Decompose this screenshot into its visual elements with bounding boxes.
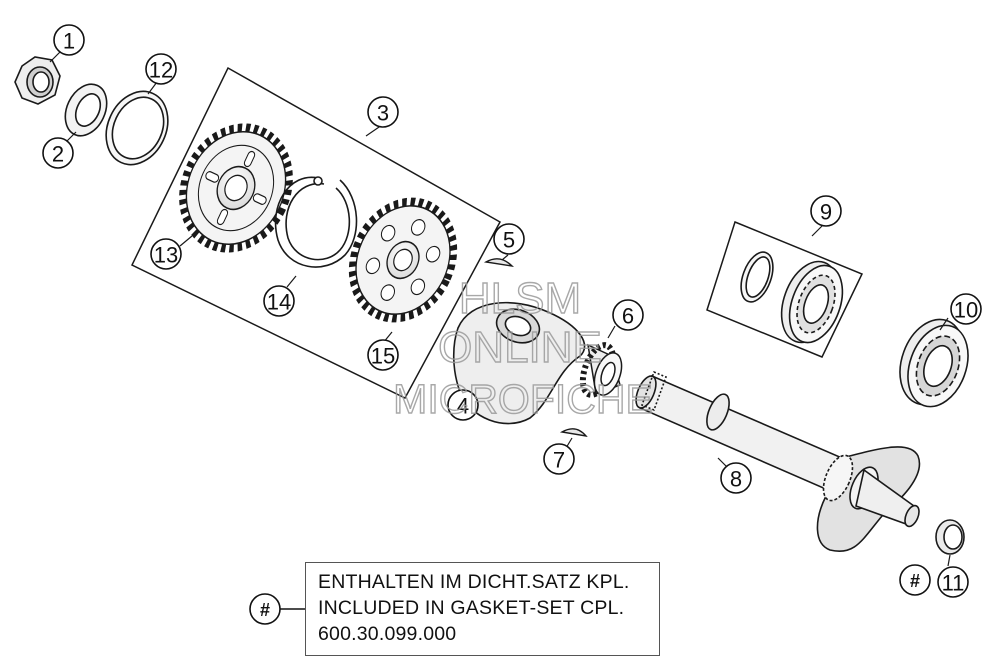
part-balancer-weight — [452, 301, 586, 425]
svg-text:#: # — [910, 571, 920, 591]
svg-text:12: 12 — [149, 58, 173, 83]
callout-15: 15 — [367, 339, 399, 371]
callout-13: 13 — [150, 238, 182, 270]
callout-4: 4 — [447, 389, 479, 421]
legend-line-german: ENTHALTEN IM DICHT.SATZ KPL. — [318, 571, 630, 593]
part-bearing-ring — [740, 251, 774, 303]
svg-text:#: # — [260, 600, 270, 620]
svg-text:5: 5 — [503, 228, 515, 253]
bearing-set-frame — [706, 220, 864, 358]
svg-text:HLSM: HLSM — [459, 274, 581, 323]
svg-text:ONLINE: ONLINE — [438, 323, 602, 372]
svg-text:13: 13 — [154, 243, 178, 268]
callout-3: 3 — [367, 96, 399, 128]
part-washer — [64, 83, 108, 137]
legend-part-number: 600.30.099.000 — [318, 623, 457, 645]
part-woodruff-key-upper — [483, 258, 515, 268]
part-gear-sleeve — [579, 342, 623, 398]
callout-10: 10 — [950, 293, 982, 325]
svg-text:15: 15 — [371, 344, 395, 369]
svg-text:7: 7 — [553, 448, 565, 473]
callout-hash-legend: # — [249, 593, 281, 625]
callout-1: 1 — [53, 24, 85, 56]
part-circlip — [274, 176, 358, 268]
part-woodruff-key-lower — [559, 428, 588, 438]
callout-6: 6 — [612, 299, 644, 331]
callout-9: 9 — [810, 195, 842, 227]
svg-text:10: 10 — [954, 298, 978, 323]
svg-text:2: 2 — [52, 142, 64, 167]
part-needle-bearing — [899, 318, 969, 408]
part-nut — [14, 56, 61, 105]
legend-line-english: INCLUDED IN GASKET-SET CPL. — [318, 597, 625, 619]
legend-note-box: ENTHALTEN IM DICHT.SATZ KPL. INCLUDED IN… — [305, 562, 660, 656]
callout-11: 11 — [937, 566, 969, 598]
watermark: HLSM ONLINE MICROFICHE — [392, 273, 653, 422]
svg-text:3: 3 — [377, 101, 389, 126]
callout-7: 7 — [543, 443, 575, 475]
part-balancer-shaft — [635, 370, 921, 553]
svg-text:8: 8 — [730, 467, 742, 492]
svg-text:MICROFICHE: MICROFICHE — [393, 376, 653, 422]
callout-12: 12 — [145, 53, 177, 85]
callout-hash-11: # — [899, 564, 931, 596]
callout-2: 2 — [42, 137, 74, 169]
svg-text:4: 4 — [457, 394, 469, 419]
svg-text:11: 11 — [942, 571, 965, 596]
svg-text:6: 6 — [622, 304, 634, 329]
svg-text:1: 1 — [63, 29, 75, 54]
svg-text:14: 14 — [267, 290, 291, 315]
callout-8: 8 — [720, 462, 752, 494]
part-large-gear — [179, 123, 293, 253]
part-small-gear — [348, 197, 458, 323]
svg-text:9: 9 — [820, 200, 832, 225]
part-shim-ring — [105, 90, 169, 166]
part-small-washer — [935, 519, 965, 555]
part-ball-bearing — [780, 260, 844, 344]
gear-set-frame — [130, 66, 502, 399]
callout-5: 5 — [493, 223, 525, 255]
callout-14: 14 — [263, 285, 295, 317]
